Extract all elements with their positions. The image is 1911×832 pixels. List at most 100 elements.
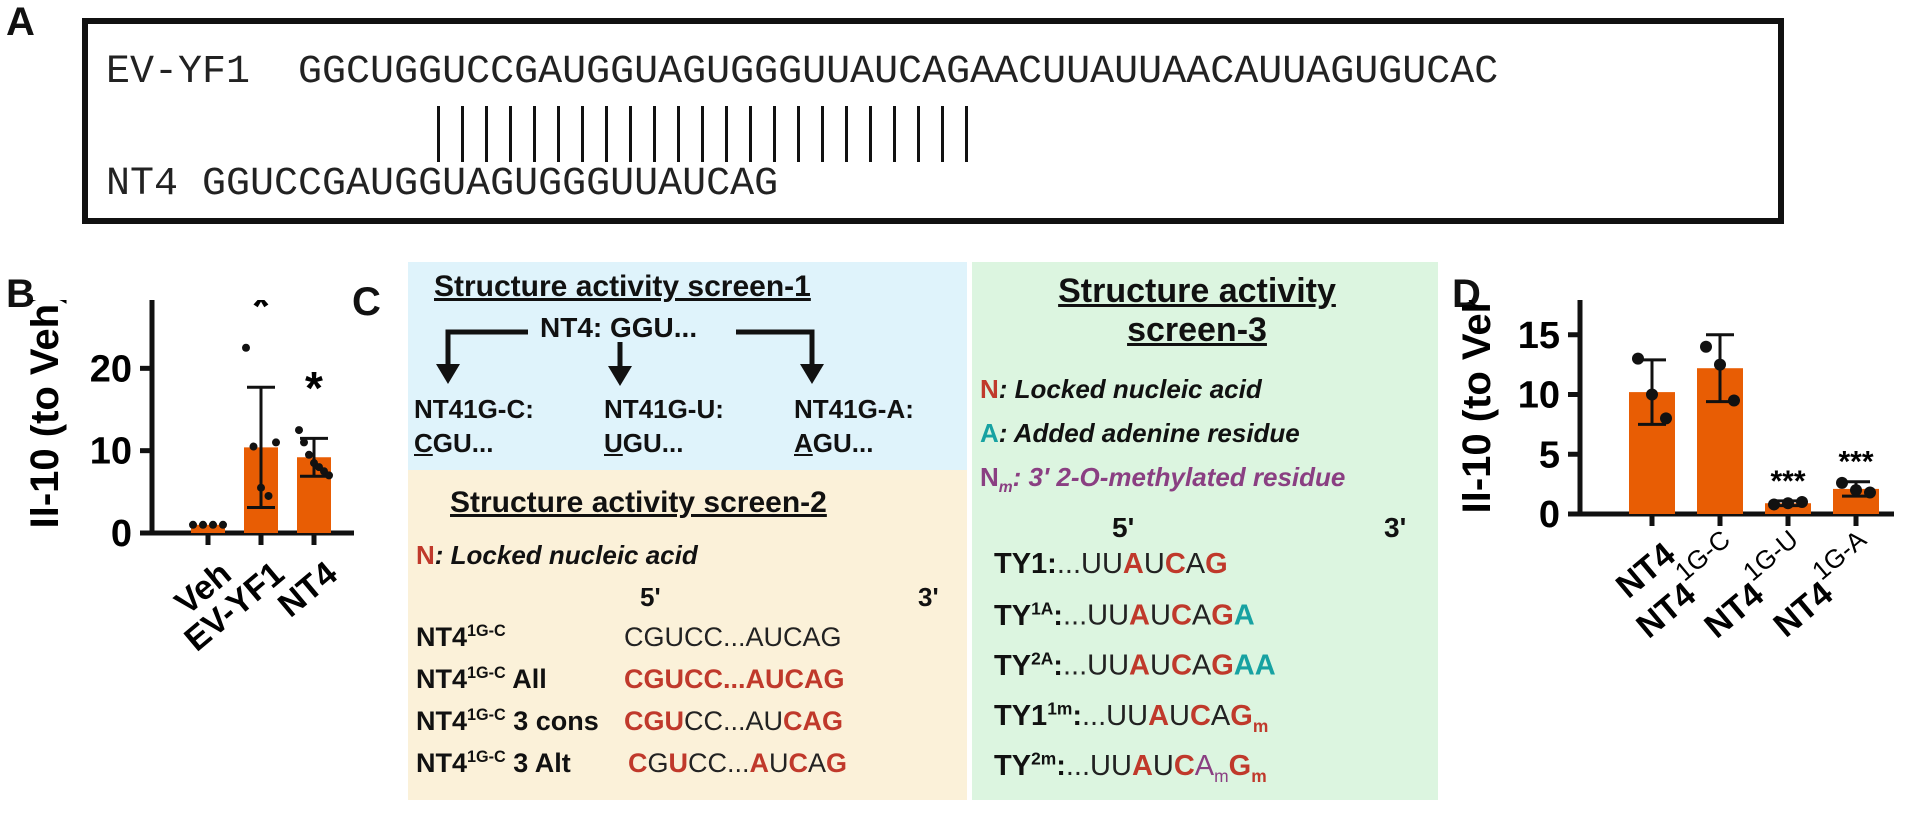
data-point: [1660, 412, 1672, 425]
sequence-segment: G: [1230, 699, 1253, 732]
data-point: [1646, 388, 1658, 401]
pairing-mark: [605, 106, 608, 162]
sequence-segment: ...UU: [1062, 649, 1130, 682]
sequence-segment: A: [1185, 548, 1206, 580]
data-point: [1768, 498, 1780, 511]
sequence-segment: A: [1194, 749, 1215, 782]
sequence-segment: U: [769, 748, 789, 778]
legend-key: N: [980, 374, 999, 404]
pairing-mark: [869, 106, 872, 162]
pairing-marks: [437, 106, 997, 166]
chart-b: Il-10 (to Veh)0102030Veh*EV-YF1*NT4: [30, 300, 354, 659]
sequence-segment: CC...AU: [684, 706, 784, 736]
sequence-segment: C: [1170, 599, 1192, 632]
row-label: NT41G-C: [416, 622, 506, 652]
legend-key: N: [416, 540, 435, 570]
pairing-mark: [821, 106, 824, 162]
pairing-mark: [677, 106, 680, 162]
legend-key: A: [980, 418, 999, 448]
sequence-segment: G: [1211, 649, 1234, 682]
sequence-segment: ...UU: [1082, 699, 1149, 732]
sequence-segment: U: [1149, 599, 1171, 632]
panel-letter-a: A: [6, 0, 35, 44]
row-label: TY2m:: [994, 748, 1066, 782]
data-point: [1796, 496, 1808, 509]
ev-yf1-row: EV-YF1 GGCUGGUCCGAUGGUAGUGGGUUAUCAGAACUU…: [106, 50, 1498, 95]
pairing-mark: [485, 106, 488, 162]
pairing-mark: [965, 106, 968, 162]
sequence-segment: A: [1122, 548, 1144, 580]
legend-row: A: Added adenine residue: [980, 418, 1300, 449]
screen-1-item-2: NT41G-U: UGU...: [604, 392, 724, 460]
significance-mark: *: [305, 362, 323, 414]
sequence-segment: A: [1129, 649, 1150, 682]
sequence-segment: G: [1211, 599, 1234, 632]
sequence-segment: CGUCC...AUCAG: [624, 664, 845, 694]
y-tick-label: 0: [1539, 494, 1560, 536]
ev-yf1-sequence: GGCUGGUCCGAUGGUAGUGGGUUAUCAGAACUUAUUAACA…: [298, 50, 1499, 95]
sequence-segment: A: [1191, 599, 1212, 632]
screen-3-row: TY1:...UUAUCAG: [994, 548, 1228, 581]
screen-3-title-line-2: screen-3: [1127, 311, 1267, 349]
data-point: [1782, 497, 1794, 510]
pairing-mark: [461, 106, 464, 162]
x-tick-label: NT4: [271, 554, 345, 624]
screen-2-panel: Structure activity screen-2 N: Locked nu…: [408, 470, 967, 800]
data-point: [1728, 394, 1740, 407]
row-label: TY11m:: [994, 698, 1082, 732]
y-axis-label: Il-10 (to Veh): [30, 300, 67, 528]
data-point: [1864, 486, 1876, 499]
legend-text: : Locked nucleic acid: [998, 374, 1262, 404]
pairing-mark: [845, 106, 848, 162]
data-point: [1714, 358, 1726, 371]
sequence-segment: A: [1210, 699, 1231, 732]
nt4-row: NT4 GGUCCGAUGGUAGUGGGUUAUCAG: [106, 162, 778, 207]
row-label: TY2A:: [994, 648, 1063, 682]
sequence-segment: C: [628, 748, 648, 778]
item-first-base: A: [794, 428, 813, 458]
sequence-segment: U: [668, 748, 689, 778]
legend-row: N: Locked nucleic acid: [980, 374, 1262, 405]
legend-row: Nm: 3' 2-O-methylated residue: [980, 462, 1346, 497]
sequence-segment: A: [1191, 649, 1212, 682]
y-tick-label: 10: [1518, 375, 1560, 417]
sequence-segment: CGUCC...AUCAG: [624, 622, 842, 652]
y-tick-label: 15: [1518, 315, 1560, 357]
data-point: [305, 450, 313, 459]
data-point: [272, 438, 280, 447]
row-label: TY1A:: [994, 598, 1063, 632]
y-tick-label: 0: [111, 513, 132, 555]
sequence-segment: A: [808, 748, 827, 778]
sequence-segment: U: [1152, 749, 1174, 782]
data-point: [199, 520, 207, 529]
row-sequence: ...UUAUCAmGm: [1065, 749, 1267, 786]
screen-3-row: TY2A:...UUAUCAGAA: [994, 648, 1276, 683]
y-tick-label: 10: [90, 431, 132, 473]
screen-1-title: Structure activity screen-1: [434, 270, 811, 303]
sequence-segment: m: [1252, 715, 1269, 736]
pairing-mark: [917, 106, 920, 162]
pairing-mark: [725, 106, 728, 162]
sequence-segment: C: [1189, 699, 1211, 732]
panel-letter-c: C: [352, 280, 381, 324]
sequence-segment: AA: [1233, 649, 1276, 682]
screen-3-row: TY1A:...UUAUCAGA: [994, 598, 1255, 633]
pairing-mark: [533, 106, 536, 162]
significance-mark: *: [252, 300, 270, 332]
pairing-mark: [581, 106, 584, 162]
row-sequence: CGUCC...AUCAG: [624, 664, 845, 695]
sequence-segment: m: [1251, 765, 1267, 786]
sequence-segment: A: [1148, 699, 1170, 732]
pairing-mark: [701, 106, 704, 162]
y-axis-label: Il-10 (to Veh): [1462, 300, 1499, 513]
nt4-sequence: GGUCCGAUGGUAGUGGGUUAUCAG: [202, 162, 779, 207]
pairing-mark: [797, 106, 800, 162]
sequence-segment: CC...: [688, 748, 750, 778]
sequence-segment: G: [1228, 749, 1252, 782]
sequence-segment: ...UU: [1065, 749, 1132, 782]
chart-d: Il-10 (to Veh)05101520NT4NT41G-C***NT41G…: [1462, 300, 1894, 646]
row-sequence: ...UUAUCAGm: [1082, 699, 1269, 736]
ev-yf1-label: EV-YF1: [106, 50, 251, 95]
sequence-segment: G: [826, 748, 848, 778]
